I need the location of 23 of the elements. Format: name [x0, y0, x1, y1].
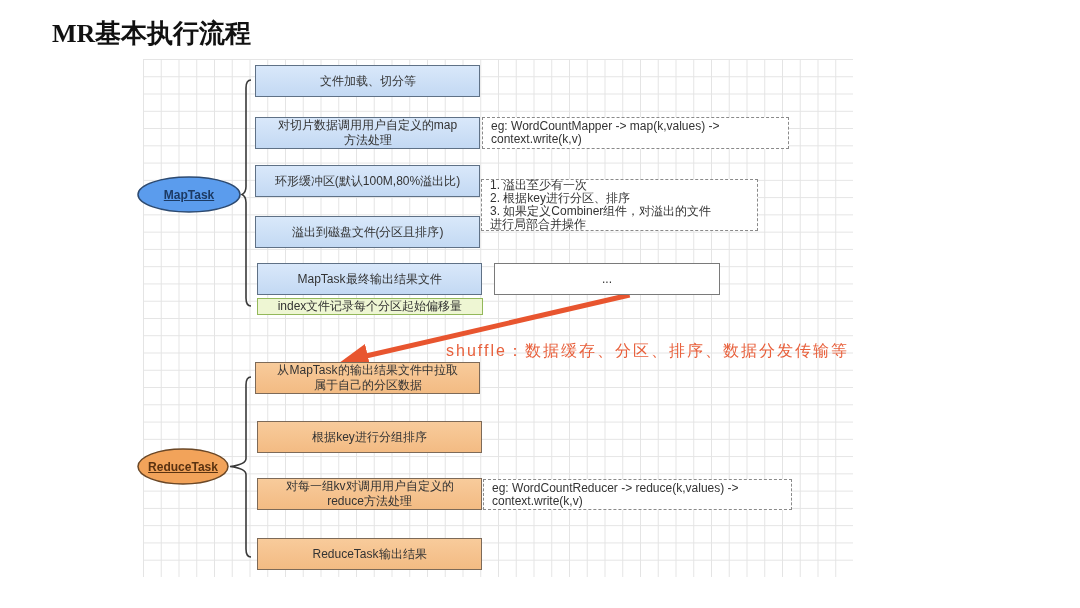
- process-box: 环形缓冲区(默认100M,80%溢出比): [255, 165, 480, 197]
- list-item: 2. 根据key进行分区、排序: [490, 192, 630, 205]
- note-box: eg: WordCountMapper -> map(k,values) -> context.write(k,v): [482, 117, 789, 149]
- node-label: MapTask: [163, 187, 215, 202]
- task-ellipse: [137, 448, 229, 485]
- node-label: ReduceTask: [148, 459, 218, 474]
- title: MR基本执行流程: [52, 18, 252, 50]
- list-item: 1. 溢出至少有一次: [490, 179, 588, 192]
- list-item: 3. 如果定义Combiner组件，对溢出的文件进行局部合并操作: [490, 205, 713, 231]
- note-box: [481, 179, 758, 231]
- process-box: 根据key进行分组排序: [257, 421, 482, 453]
- process-box: 对每一组kv对调用用户自定义的reduce方法处理: [257, 478, 482, 510]
- process-box: MapTask最终输出结果文件: [257, 263, 482, 295]
- process-box: 溢出到磁盘文件(分区且排序): [255, 216, 480, 248]
- process-box: 从MapTask的输出结果文件中拉取属于自己的分区数据: [255, 362, 480, 394]
- process-box: index文件记录每个分区起始偏移量: [257, 298, 483, 315]
- process-box: ...: [494, 263, 720, 295]
- process-box: ReduceTask输出结果: [257, 538, 482, 570]
- note-box: eg: WordCountReducer -> reduce(k,values) -> context.write(k,v): [483, 479, 792, 510]
- process-box: 文件加载、切分等: [255, 65, 480, 97]
- task-ellipse: [137, 176, 241, 213]
- annotation-text: shuffle：数据缓存、分区、排序、数据分发传输等: [446, 343, 849, 359]
- process-box: 对切片数据调用用户自定义的map方法处理: [255, 117, 480, 149]
